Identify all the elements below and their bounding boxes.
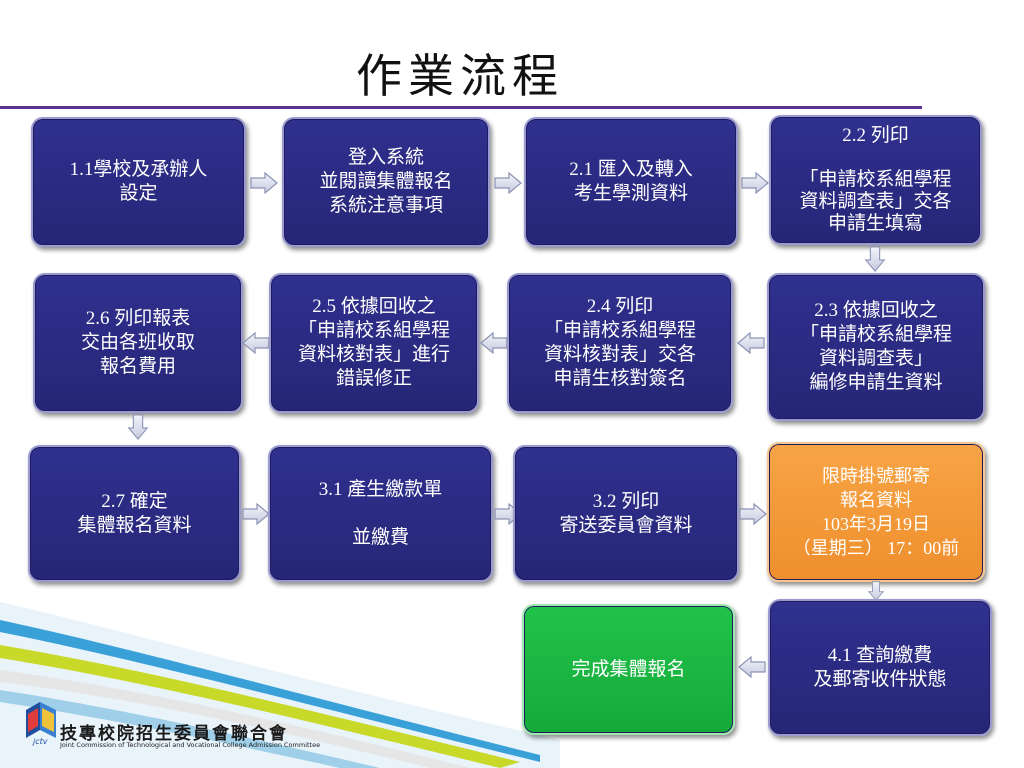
step-login-box: 登入系統 並閱讀集體報名 系統注意事項	[282, 117, 490, 247]
registered-mail-deadline-box: 限時掛號郵寄 報名資料 103年3月19日 （星期三） 17：00前	[767, 442, 985, 582]
step-3-1-box: 3.1 產生繳款單 並繳費	[268, 445, 493, 582]
org-name: 技專校院招生委員會聯合會	[60, 724, 288, 744]
block-arrow-icon	[741, 172, 769, 194]
step-4-1-box: 4.1 查詢繳費 及郵寄收件狀態	[768, 599, 992, 736]
title-divider	[0, 106, 922, 109]
step-2-7-box: 2.7 確定 集體報名資料	[28, 445, 241, 582]
block-arrow-icon	[865, 581, 887, 601]
step-2-5-box: 2.5 依據回收之 「申請校系組學程 資料核對表」進行 錯誤修正	[269, 273, 479, 413]
step-3-2-box: 3.2 列印 寄送委員會資料	[513, 445, 739, 582]
step-2-6-box: 2.6 列印報表 交由各班收取 報名費用	[33, 273, 243, 413]
block-arrow-icon	[242, 332, 270, 354]
org-english-name: Joint Commission of Technological and Vo…	[60, 741, 321, 749]
complete-registration-box: 完成集體報名	[522, 604, 735, 735]
page-title: 作業流程	[356, 49, 564, 103]
step-2-1-box: 2.1 匯入及轉入 考生學測資料	[524, 117, 738, 247]
decorative-swoosh	[0, 602, 560, 768]
block-arrow-icon	[250, 172, 278, 194]
block-arrow-icon	[242, 503, 270, 525]
block-arrow-icon	[494, 172, 522, 194]
step-2-4-box: 2.4 列印 「申請校系組學程 資料核對表」交各 申請生核對簽名	[507, 273, 733, 413]
svg-text:jctv: jctv	[32, 737, 48, 746]
block-arrow-icon	[127, 414, 149, 440]
block-arrow-icon	[738, 656, 766, 678]
step-2-2-box: 2.2 列印 「申請校系組學程 資料調查表」交各 申請生填寫	[769, 115, 982, 245]
books-logo-icon: jctv	[26, 702, 56, 746]
block-arrow-icon	[480, 332, 508, 354]
block-arrow-icon	[737, 332, 765, 354]
block-arrow-icon	[739, 503, 767, 525]
block-arrow-icon	[864, 246, 886, 272]
step-1-1-box: 1.1學校及承辦人 設定	[31, 117, 246, 247]
step-2-3-box: 2.3 依據回收之 「申請校系組學程 資料調查表」 編修申請生資料	[767, 273, 985, 421]
